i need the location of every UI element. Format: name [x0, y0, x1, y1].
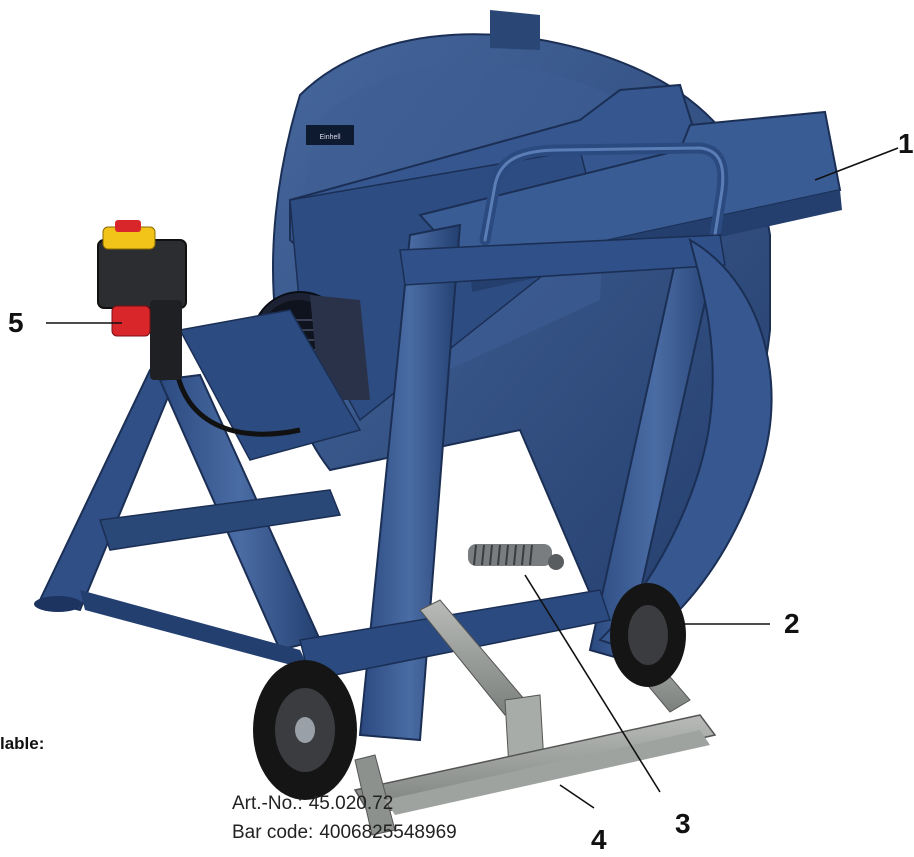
- brand-logo: Einhell: [319, 134, 340, 141]
- motor-mount-plate: [178, 309, 362, 461]
- article-number-line: Art.-No.:45.020.72: [232, 793, 393, 815]
- leader-line-4: [559, 784, 595, 809]
- article-number-value: 45.020.72: [308, 793, 394, 814]
- bar-code-label: Bar code:: [232, 822, 314, 843]
- switch-connector: [150, 300, 182, 380]
- switch-box: [97, 239, 187, 309]
- availability-heading: lable:: [0, 734, 45, 753]
- base-cross-beam: [99, 489, 342, 551]
- guard-top-plate: [490, 10, 540, 50]
- red-plug: [111, 305, 151, 337]
- left-leg: [38, 368, 177, 612]
- foot-pedal-back-rail: [385, 730, 710, 815]
- bar-code-value: 4006825548969: [319, 822, 457, 843]
- callout-3: 3: [675, 808, 691, 839]
- bar-code-line: Bar code:4006825548969: [232, 822, 457, 844]
- callout-2: 2: [784, 608, 800, 639]
- tension-spring-icon: [468, 544, 564, 570]
- callout-4: 4: [591, 824, 607, 855]
- right-wheel: [610, 583, 686, 687]
- foot-pedal-left-rail: [354, 754, 396, 836]
- callout-1: 1: [898, 128, 914, 159]
- brand-plate: [306, 125, 354, 145]
- left-foot: [34, 596, 82, 612]
- rocker-crossbar: [399, 234, 726, 286]
- emergency-stop-button: [115, 220, 141, 232]
- callout-5: 5: [8, 307, 24, 338]
- leader-line-1: [814, 147, 899, 181]
- rocker-frame-left: [358, 223, 462, 742]
- left-wheel: [253, 660, 357, 800]
- base-bottom-beam: [80, 590, 310, 670]
- leader-line-3: [524, 574, 661, 793]
- article-number-label: Art.-No.:: [232, 793, 303, 814]
